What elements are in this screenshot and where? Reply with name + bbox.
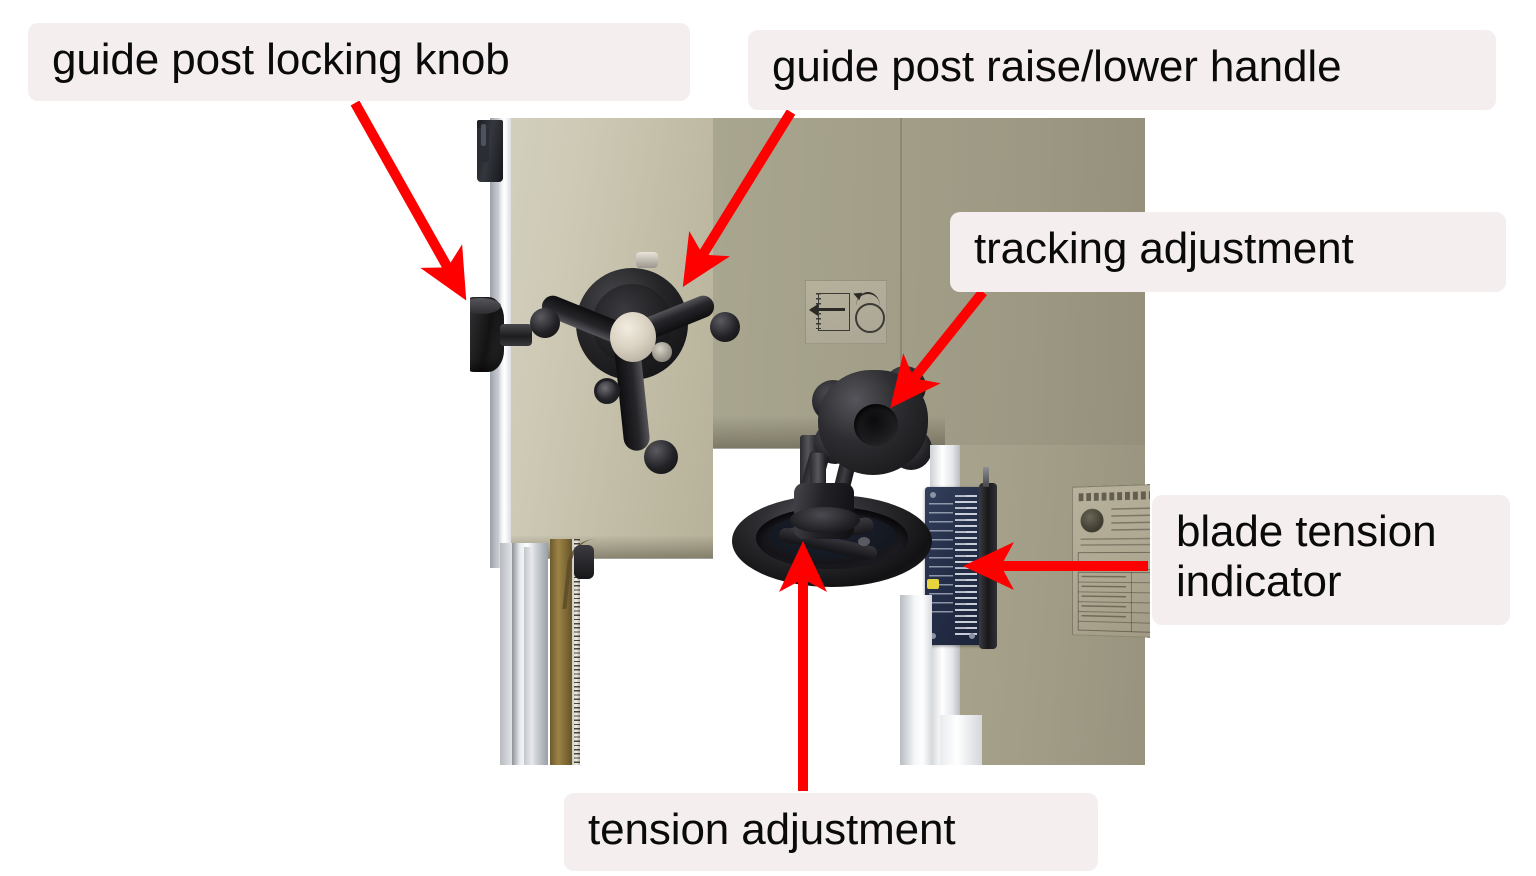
machine-frame-column-right	[900, 595, 932, 765]
locking-knob-shaft	[500, 324, 532, 346]
handle-center-knob[interactable]	[610, 312, 656, 362]
label-guide-post-locking-knob: guide post locking knob	[28, 23, 690, 101]
nameplate-spec-values	[1082, 576, 1126, 626]
handle-grip-right[interactable]	[710, 312, 740, 342]
spec-nameplate	[1072, 483, 1150, 639]
handle-grip-lower[interactable]	[644, 440, 678, 474]
tension-handwheel[interactable]	[732, 477, 942, 597]
tracking-direction-placard	[805, 280, 887, 344]
door-latch-highlight	[481, 124, 486, 146]
guide-post-locking-knob[interactable]	[470, 297, 528, 372]
placard-arrow-head-icon	[809, 304, 818, 316]
guide-post-rail-slot	[524, 547, 531, 765]
arrow-guide-post-locking-knob	[355, 103, 453, 277]
label-guide-post-raise-lower-handle: guide post raise/lower handle	[748, 30, 1496, 110]
guide-post-raise-lower-handle[interactable]	[532, 250, 752, 480]
tension-indicator-screw-3	[969, 633, 975, 639]
nameplate-model-box	[1078, 552, 1150, 570]
label-blade-tension-indicator: blade tension indicator	[1152, 495, 1510, 625]
machine-frame-column-front	[940, 715, 982, 765]
label-tracking-adjustment: tracking adjustment	[950, 212, 1506, 292]
door-latch[interactable]	[477, 120, 503, 182]
tracking-adjustment-knob[interactable]	[818, 370, 938, 490]
tension-indicator-slider-bar	[979, 483, 997, 649]
tension-indicator-rod	[983, 467, 989, 487]
handle-set-screw	[594, 378, 620, 404]
handwheel-hub-collar	[790, 507, 860, 533]
placard-knob-circle-icon	[855, 303, 885, 333]
handwheel-shaft	[810, 453, 826, 487]
nameplate-manufacturer-text	[1079, 491, 1150, 502]
nameplate-model-text	[1081, 538, 1150, 549]
nameplate-logo-icon	[1081, 509, 1104, 533]
nameplate-address-text	[1111, 507, 1150, 534]
handwheel-detail-dot	[858, 537, 870, 546]
label-tension-adjustment: tension adjustment	[564, 793, 1098, 871]
tension-indicator-minor-ticks	[955, 495, 966, 637]
tracking-knob-recess	[854, 404, 898, 446]
handle-set-screw-secondary	[652, 342, 672, 362]
handle-grip-left[interactable]	[530, 308, 560, 338]
placard-wheel-rect-icon	[818, 293, 850, 331]
handle-center-bolt	[636, 252, 658, 268]
blade-guide-bracket	[574, 545, 594, 579]
